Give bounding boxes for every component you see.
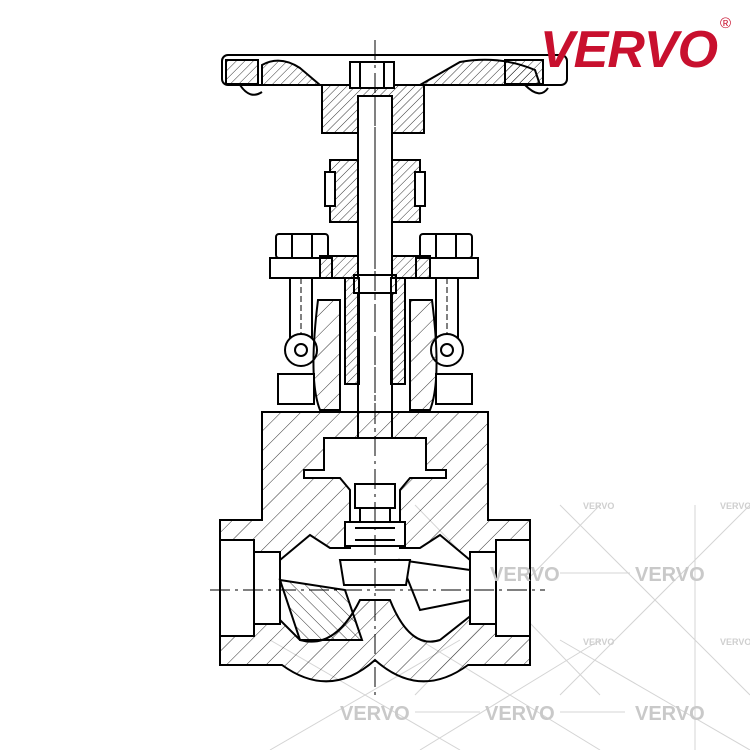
- yoke-sleeve: [324, 159, 426, 223]
- flow-passage: [278, 558, 471, 641]
- watermark-text: VERVO: [720, 501, 750, 511]
- gland-bolt-right: [415, 233, 479, 367]
- watermark-text: VERVO: [485, 703, 555, 725]
- gland-flange: [319, 255, 431, 385]
- gland-bolt-left: [269, 233, 333, 367]
- brand-logo: VERVO: [540, 21, 718, 79]
- watermark-text: VERVO: [583, 637, 614, 647]
- watermark-text: VERVO: [635, 703, 705, 725]
- watermark-text: VERVO: [490, 564, 560, 586]
- watermark-text: VERVO: [583, 501, 614, 511]
- valve-disc: [338, 483, 412, 586]
- watermark-text: VERVO: [720, 637, 750, 647]
- watermark-text: VERVO: [635, 564, 705, 586]
- center-lines: [210, 40, 545, 700]
- watermark-text: VERVO: [340, 703, 410, 725]
- watermark-labels: VERVO VERVO VERVO VERVO VERVO VERVO VERV…: [340, 501, 750, 725]
- bonnet: [277, 299, 473, 411]
- registered-mark: ®: [720, 15, 732, 32]
- handwheel: [221, 54, 568, 134]
